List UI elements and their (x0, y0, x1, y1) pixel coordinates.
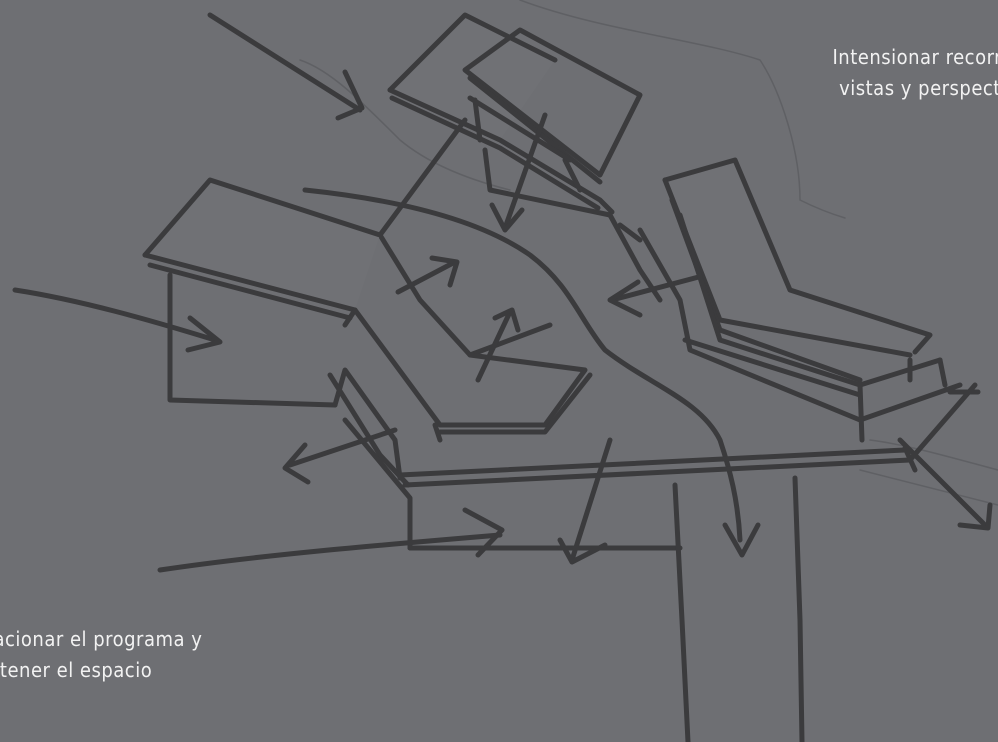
bridge-slab (400, 385, 978, 485)
annotation-bottom-left: lacionar el programa y ntener el espacio (0, 624, 202, 686)
arrow-left (15, 290, 220, 350)
right-block (620, 160, 960, 440)
annotation-top-line2: vistas y perspect (790, 73, 998, 104)
center-slab (355, 310, 590, 440)
arrow-top-left (210, 15, 362, 118)
lower-left-block (330, 370, 580, 548)
arrow-down-middle (560, 440, 610, 562)
corridor (560, 478, 802, 742)
annotation-bottom-line1: lacionar el programa y (0, 624, 202, 655)
annotation-top-line1: Intensionar recorri (790, 42, 998, 73)
arrow-bottom-left (160, 510, 502, 570)
annotation-top-right: Intensionar recorri vistas y perspect (790, 42, 998, 104)
top-block (390, 15, 640, 212)
arrows-central (398, 258, 518, 380)
annotation-bottom-line2: ntener el espacio (0, 655, 202, 686)
